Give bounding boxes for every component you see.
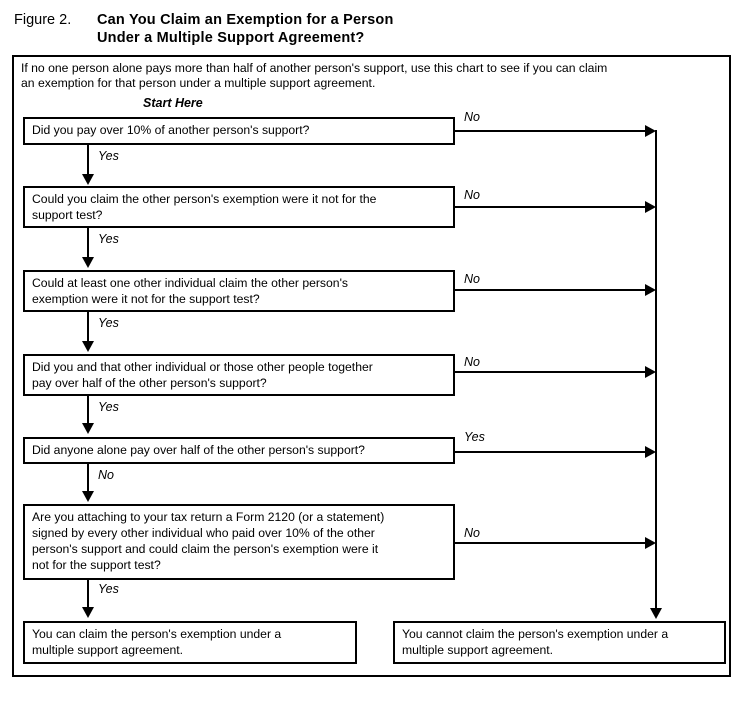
right-arrow-line-2 — [455, 206, 646, 208]
result-cannot-line-1: You cannot claim the person's exemption … — [402, 627, 669, 641]
question-box-2: Could you claim the other person's exemp… — [23, 186, 455, 228]
question-5-line-1: Did anyone alone pay over half of the ot… — [32, 443, 365, 457]
branch-label-down-1: Yes — [96, 149, 121, 163]
intro-line-2: an exemption for that person under a mul… — [21, 76, 376, 90]
branch-label-down-2: Yes — [96, 232, 121, 246]
right-arrow-line-3 — [455, 289, 646, 291]
question-3-line-1: Could at least one other individual clai… — [32, 276, 349, 290]
branch-label-down-6: Yes — [96, 582, 121, 596]
result-cannot-line-2: multiple support agreement. — [402, 643, 554, 657]
branch-label-down-4: Yes — [96, 400, 121, 414]
start-here-label: Start Here — [143, 96, 203, 110]
question-box-6: Are you attaching to your tax return a F… — [23, 504, 455, 580]
right-arrow-icon-1 — [645, 125, 656, 137]
right-arrow-icon-6 — [645, 537, 656, 549]
right-arrow-line-1 — [455, 130, 646, 132]
question-4-line-2: pay over half of the other person's supp… — [32, 376, 267, 390]
branch-label-right-5: Yes — [462, 430, 487, 444]
down-arrow-line-3 — [87, 312, 89, 342]
figure-title: Can You Claim an Exemption for a Person … — [97, 11, 394, 47]
question-2-line-1: Could you claim the other person's exemp… — [32, 192, 377, 206]
question-6-line-4: not for the support test? — [32, 558, 161, 572]
branch-label-down-5: No — [96, 468, 116, 482]
down-arrow-line-2 — [87, 228, 89, 258]
intro-line-1: If no one person alone pays more than ha… — [21, 61, 608, 75]
branch-label-right-1: No — [462, 110, 482, 124]
result-box-cannot-claim: You cannot claim the person's exemption … — [393, 621, 726, 664]
down-arrow-icon-5 — [82, 491, 94, 502]
chart-outer-border — [12, 55, 731, 677]
figure-title-line-2: Under a Multiple Support Agreement? — [97, 30, 365, 46]
question-box-4: Did you and that other individual or tho… — [23, 354, 455, 396]
right-arrow-line-5 — [455, 451, 646, 453]
question-6-line-3: person's support and could claim the per… — [32, 542, 379, 556]
down-arrow-icon-4 — [82, 423, 94, 434]
right-arrow-line-6 — [455, 542, 646, 544]
figure-title-line-1: Can You Claim an Exemption for a Person — [97, 12, 394, 28]
question-1-line-1: Did you pay over 10% of another person's… — [32, 123, 310, 137]
right-arrow-icon-3 — [645, 284, 656, 296]
trunk-line — [655, 130, 657, 610]
right-arrow-icon-2 — [645, 201, 656, 213]
branch-label-right-4: No — [462, 355, 482, 369]
down-arrow-line-1 — [87, 145, 89, 175]
down-arrow-line-5 — [87, 464, 89, 492]
down-arrow-icon-1 — [82, 174, 94, 185]
result-box-can-claim: You can claim the person's exemption und… — [23, 621, 357, 664]
branch-label-right-3: No — [462, 272, 482, 286]
question-6-line-2: signed by every other individual who pai… — [32, 526, 375, 540]
question-3-line-2: exemption were it not for the support te… — [32, 292, 260, 306]
question-2-line-2: support test? — [32, 208, 103, 222]
question-box-5: Did anyone alone pay over half of the ot… — [23, 437, 455, 464]
question-4-line-1: Did you and that other individual or tho… — [32, 360, 373, 374]
figure-label: Figure 2. — [14, 12, 72, 28]
down-arrow-line-6 — [87, 580, 89, 608]
branch-label-right-2: No — [462, 188, 482, 202]
right-arrow-icon-4 — [645, 366, 656, 378]
result-can-line-2: multiple support agreement. — [32, 643, 184, 657]
question-box-1: Did you pay over 10% of another person's… — [23, 117, 455, 145]
branch-label-right-6: No — [462, 526, 482, 540]
branch-label-down-3: Yes — [96, 316, 121, 330]
trunk-down-arrow-icon — [650, 608, 662, 619]
result-can-line-1: You can claim the person's exemption und… — [32, 627, 282, 641]
intro-text: If no one person alone pays more than ha… — [21, 61, 723, 91]
question-box-3: Could at least one other individual clai… — [23, 270, 455, 312]
right-arrow-line-4 — [455, 371, 646, 373]
down-arrow-icon-2 — [82, 257, 94, 268]
question-6-line-1: Are you attaching to your tax return a F… — [32, 510, 385, 524]
right-arrow-icon-5 — [645, 446, 656, 458]
down-arrow-icon-6 — [82, 607, 94, 618]
down-arrow-line-4 — [87, 396, 89, 424]
down-arrow-icon-3 — [82, 341, 94, 352]
